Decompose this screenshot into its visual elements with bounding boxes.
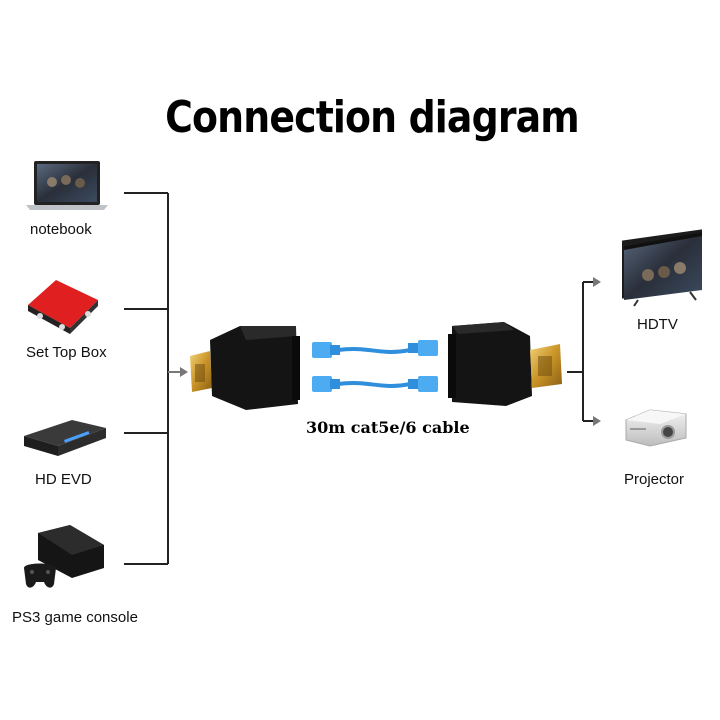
- source-label-ps3: PS3 game console: [12, 609, 138, 626]
- output-label-projector: Projector: [624, 471, 685, 488]
- left-hdmi-adapter: [190, 326, 300, 410]
- notebook-icon: [26, 161, 108, 210]
- output-bracket-lines: [567, 281, 593, 422]
- source-bracket-lines: [124, 192, 169, 565]
- diagram-title: Connection diagram: [165, 92, 580, 143]
- hdtv-icon: [622, 229, 702, 307]
- output-label-hdtv: HDTV: [637, 316, 678, 333]
- game-console-icon: [24, 525, 104, 588]
- input-arrow: [168, 367, 188, 377]
- rj45-plug-bottom-right: [408, 376, 438, 392]
- source-label-set-top-box: Set Top Box: [26, 344, 107, 361]
- projector-icon: [625, 409, 687, 447]
- rj45-plug-bottom-left: [312, 376, 340, 392]
- source-label-hd-evd: HD EVD: [35, 471, 92, 488]
- rj45-plug-top-right: [408, 340, 438, 356]
- set-top-box-icon: [28, 280, 98, 334]
- ethernet-cables: [312, 340, 438, 392]
- output-arrows: [593, 277, 601, 426]
- source-label-notebook: notebook: [30, 221, 92, 238]
- rj45-plug-top-left: [312, 342, 340, 358]
- dvd-player-icon: [24, 420, 106, 456]
- right-hdmi-adapter: [448, 322, 562, 406]
- cable-label: 30m cat5e/6 cable: [306, 418, 470, 437]
